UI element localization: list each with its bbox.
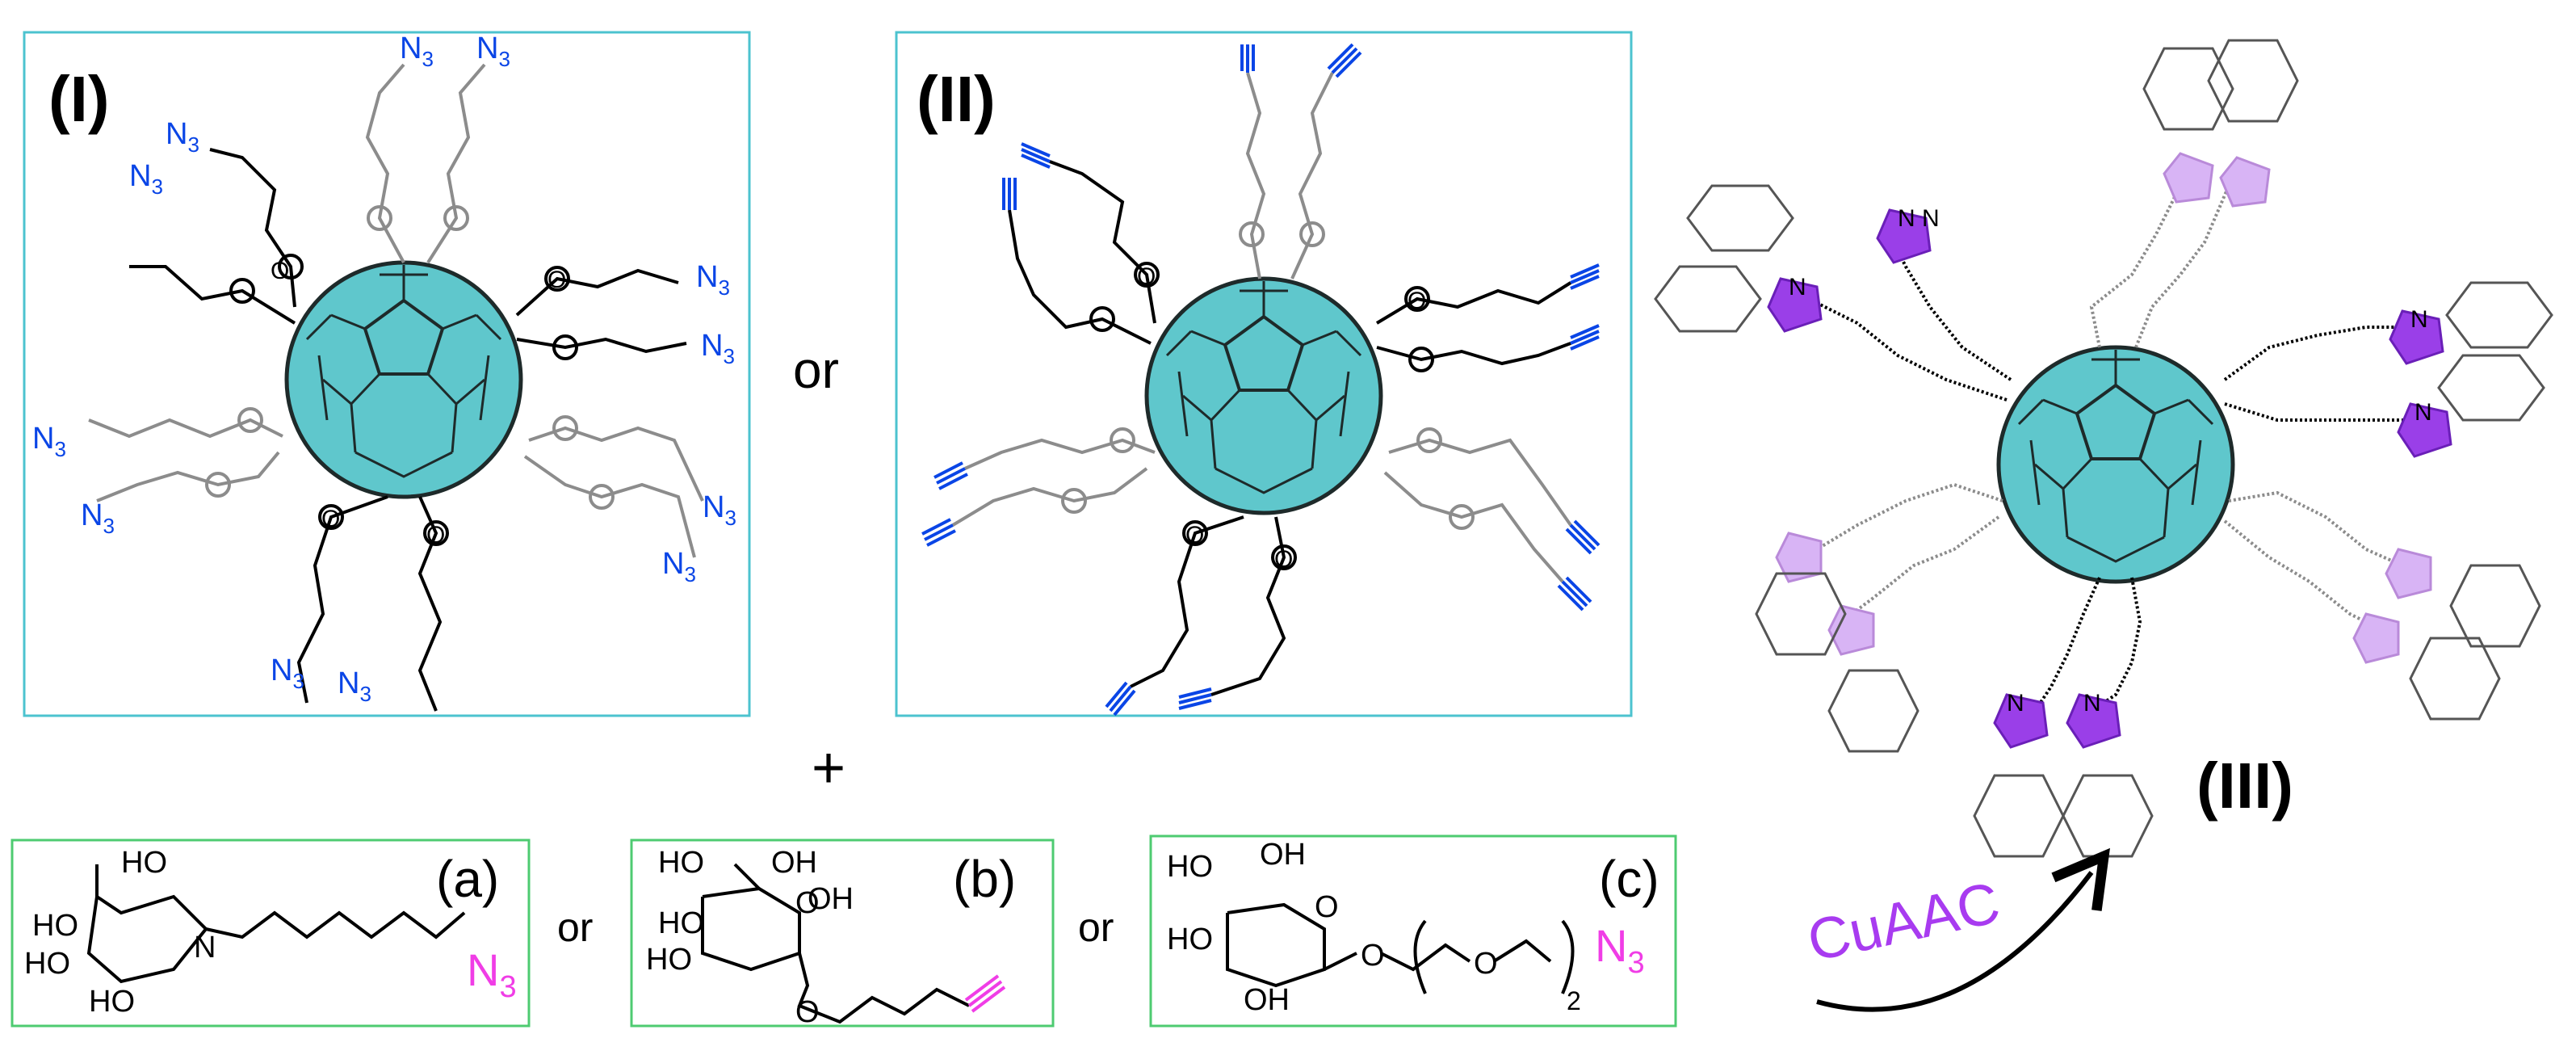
- ligand-a-nitrogen: N: [194, 931, 216, 965]
- ligand-c-hydroxyl: OH: [1244, 983, 1290, 1017]
- panel-I-front-arms: [129, 148, 687, 712]
- ligand-b-text: HO OH HO HO O OH O (b): [646, 846, 1016, 1029]
- or-between-b-c: or: [1078, 905, 1114, 950]
- azide-label: N3: [476, 32, 510, 71]
- reaction-label: CuAAC: [1802, 870, 2005, 973]
- azide-label: N3: [271, 654, 304, 693]
- ester-oxygen: O: [1185, 522, 1204, 549]
- triazole-n-label: N: [2410, 306, 2428, 333]
- panel-II-front-arms: [1008, 160, 1572, 696]
- ligand-c-oxygen: O: [1361, 939, 1385, 973]
- panel-I-azide-labels: N3 N3 N3 N3 N3 N3 N3 N3 N3 N3 N3 N3: [32, 32, 736, 706]
- ligand-c-text: HO OH HO OH O O O 2 (c) N3: [1167, 838, 1659, 1017]
- triazole-n-label: N: [1789, 274, 1806, 301]
- ligand-b-hydroxyl: HO: [658, 846, 704, 880]
- ligand-b-structure: [701, 863, 970, 1024]
- azide-label: N3: [32, 422, 66, 461]
- azide-label: N3: [662, 547, 696, 586]
- triazole-n-label: N: [2007, 690, 2024, 717]
- ligand-a-structure: [86, 864, 466, 984]
- ligand-a-hydroxyl: HO: [32, 909, 78, 943]
- ligand-a-hydroxyl: HO: [89, 985, 135, 1019]
- fullerene-III: [1996, 345, 2235, 584]
- azide-label: N3: [696, 260, 730, 300]
- panel-III-back-arms: [1815, 185, 2403, 632]
- triazole-n-label: N: [2083, 690, 2101, 717]
- ester-oxygen-labels: O O O O O O O O: [271, 258, 1426, 573]
- panel-III-cyclohexyls: [1654, 39, 2553, 858]
- ligand-b-frame: [630, 839, 1055, 1028]
- fullerene-I: [284, 260, 523, 499]
- ligand-c-label: (c): [1599, 850, 1659, 908]
- ligand-c-hydroxyl: HO: [1167, 850, 1213, 884]
- fullerene-II: [1144, 276, 1383, 515]
- panel-III-triazoles-dark: [1767, 208, 2452, 749]
- ligand-a-azide: N3: [467, 944, 517, 1004]
- ligand-b-label: (b): [953, 850, 1016, 908]
- panel-I-back-arms: [88, 63, 704, 558]
- ester-oxygen: O: [321, 506, 340, 532]
- ligand-b-hydroxyl: HO: [646, 943, 692, 977]
- azide-label: N3: [400, 32, 434, 71]
- triazole-n-label: N: [1922, 205, 1940, 232]
- ligand-c-structure: [1226, 902, 1575, 994]
- ligand-a-hydroxyl: HO: [121, 846, 167, 880]
- ligand-a-hydroxyl: HO: [24, 947, 70, 981]
- or-between-I-II: or: [793, 341, 839, 399]
- panel-I-frame: [23, 31, 751, 717]
- panel-II-alkyne-ends: [921, 43, 1601, 717]
- azide-label: N3: [703, 490, 736, 530]
- reaction-arrow: [1816, 847, 2110, 1012]
- ligand-c-hydroxyl: HO: [1167, 923, 1213, 956]
- or-between-a-b: or: [557, 905, 593, 950]
- azide-label: N3: [701, 329, 735, 368]
- ester-oxygen: O: [271, 258, 289, 284]
- azide-label: N3: [81, 498, 115, 538]
- panel-III-triazole-n-labels: N N N N N N N: [1789, 205, 2432, 717]
- panel-II-label: (II): [917, 63, 996, 135]
- triazole-n-label: N: [2414, 399, 2432, 426]
- ligand-c-repeat: 2: [1567, 986, 1581, 1015]
- ligand-a-label: (a): [436, 850, 499, 908]
- azide-label: N3: [338, 666, 371, 706]
- triazole-n-label: N: [1898, 205, 1915, 232]
- panel-I-label: (I): [48, 63, 110, 135]
- ligand-b-oxygen: O: [795, 995, 820, 1029]
- ligand-a-text: HO HO HO HO N (a) N3: [24, 846, 517, 1019]
- panel-III-triazoles-light: [1775, 152, 2432, 664]
- ester-oxygen: O: [426, 522, 445, 549]
- ligand-c-oxygen: O: [1474, 947, 1498, 981]
- azide-label: N3: [129, 159, 163, 199]
- ligand-b-hydroxyl: HO: [658, 906, 704, 940]
- ligand-c-oxygen: O: [1315, 890, 1339, 924]
- panel-II-frame: [895, 31, 1633, 717]
- plus-sign: +: [812, 736, 845, 801]
- ester-oxygen: O: [548, 267, 566, 293]
- ligand-a-frame: [10, 839, 531, 1028]
- ligand-b-oxygen: O: [795, 886, 820, 920]
- ligand-c-azide: N3: [1595, 920, 1645, 980]
- ester-oxygen: O: [1408, 288, 1426, 314]
- ligand-c-frame: [1149, 834, 1677, 1028]
- ester-oxygen: O: [1274, 546, 1293, 573]
- ligand-b-hydroxyl: OH: [808, 882, 854, 916]
- ester-oxygen: O: [1137, 263, 1156, 290]
- panel-III-label: (III): [2196, 750, 2293, 822]
- ligand-b-alkyne: [964, 974, 1006, 1013]
- panel-II-back-arms: [951, 72, 1572, 583]
- ligand-c-hydroxyl: OH: [1260, 838, 1306, 872]
- ligand-b-hydroxyl: OH: [771, 846, 817, 880]
- azide-label: N3: [166, 117, 199, 157]
